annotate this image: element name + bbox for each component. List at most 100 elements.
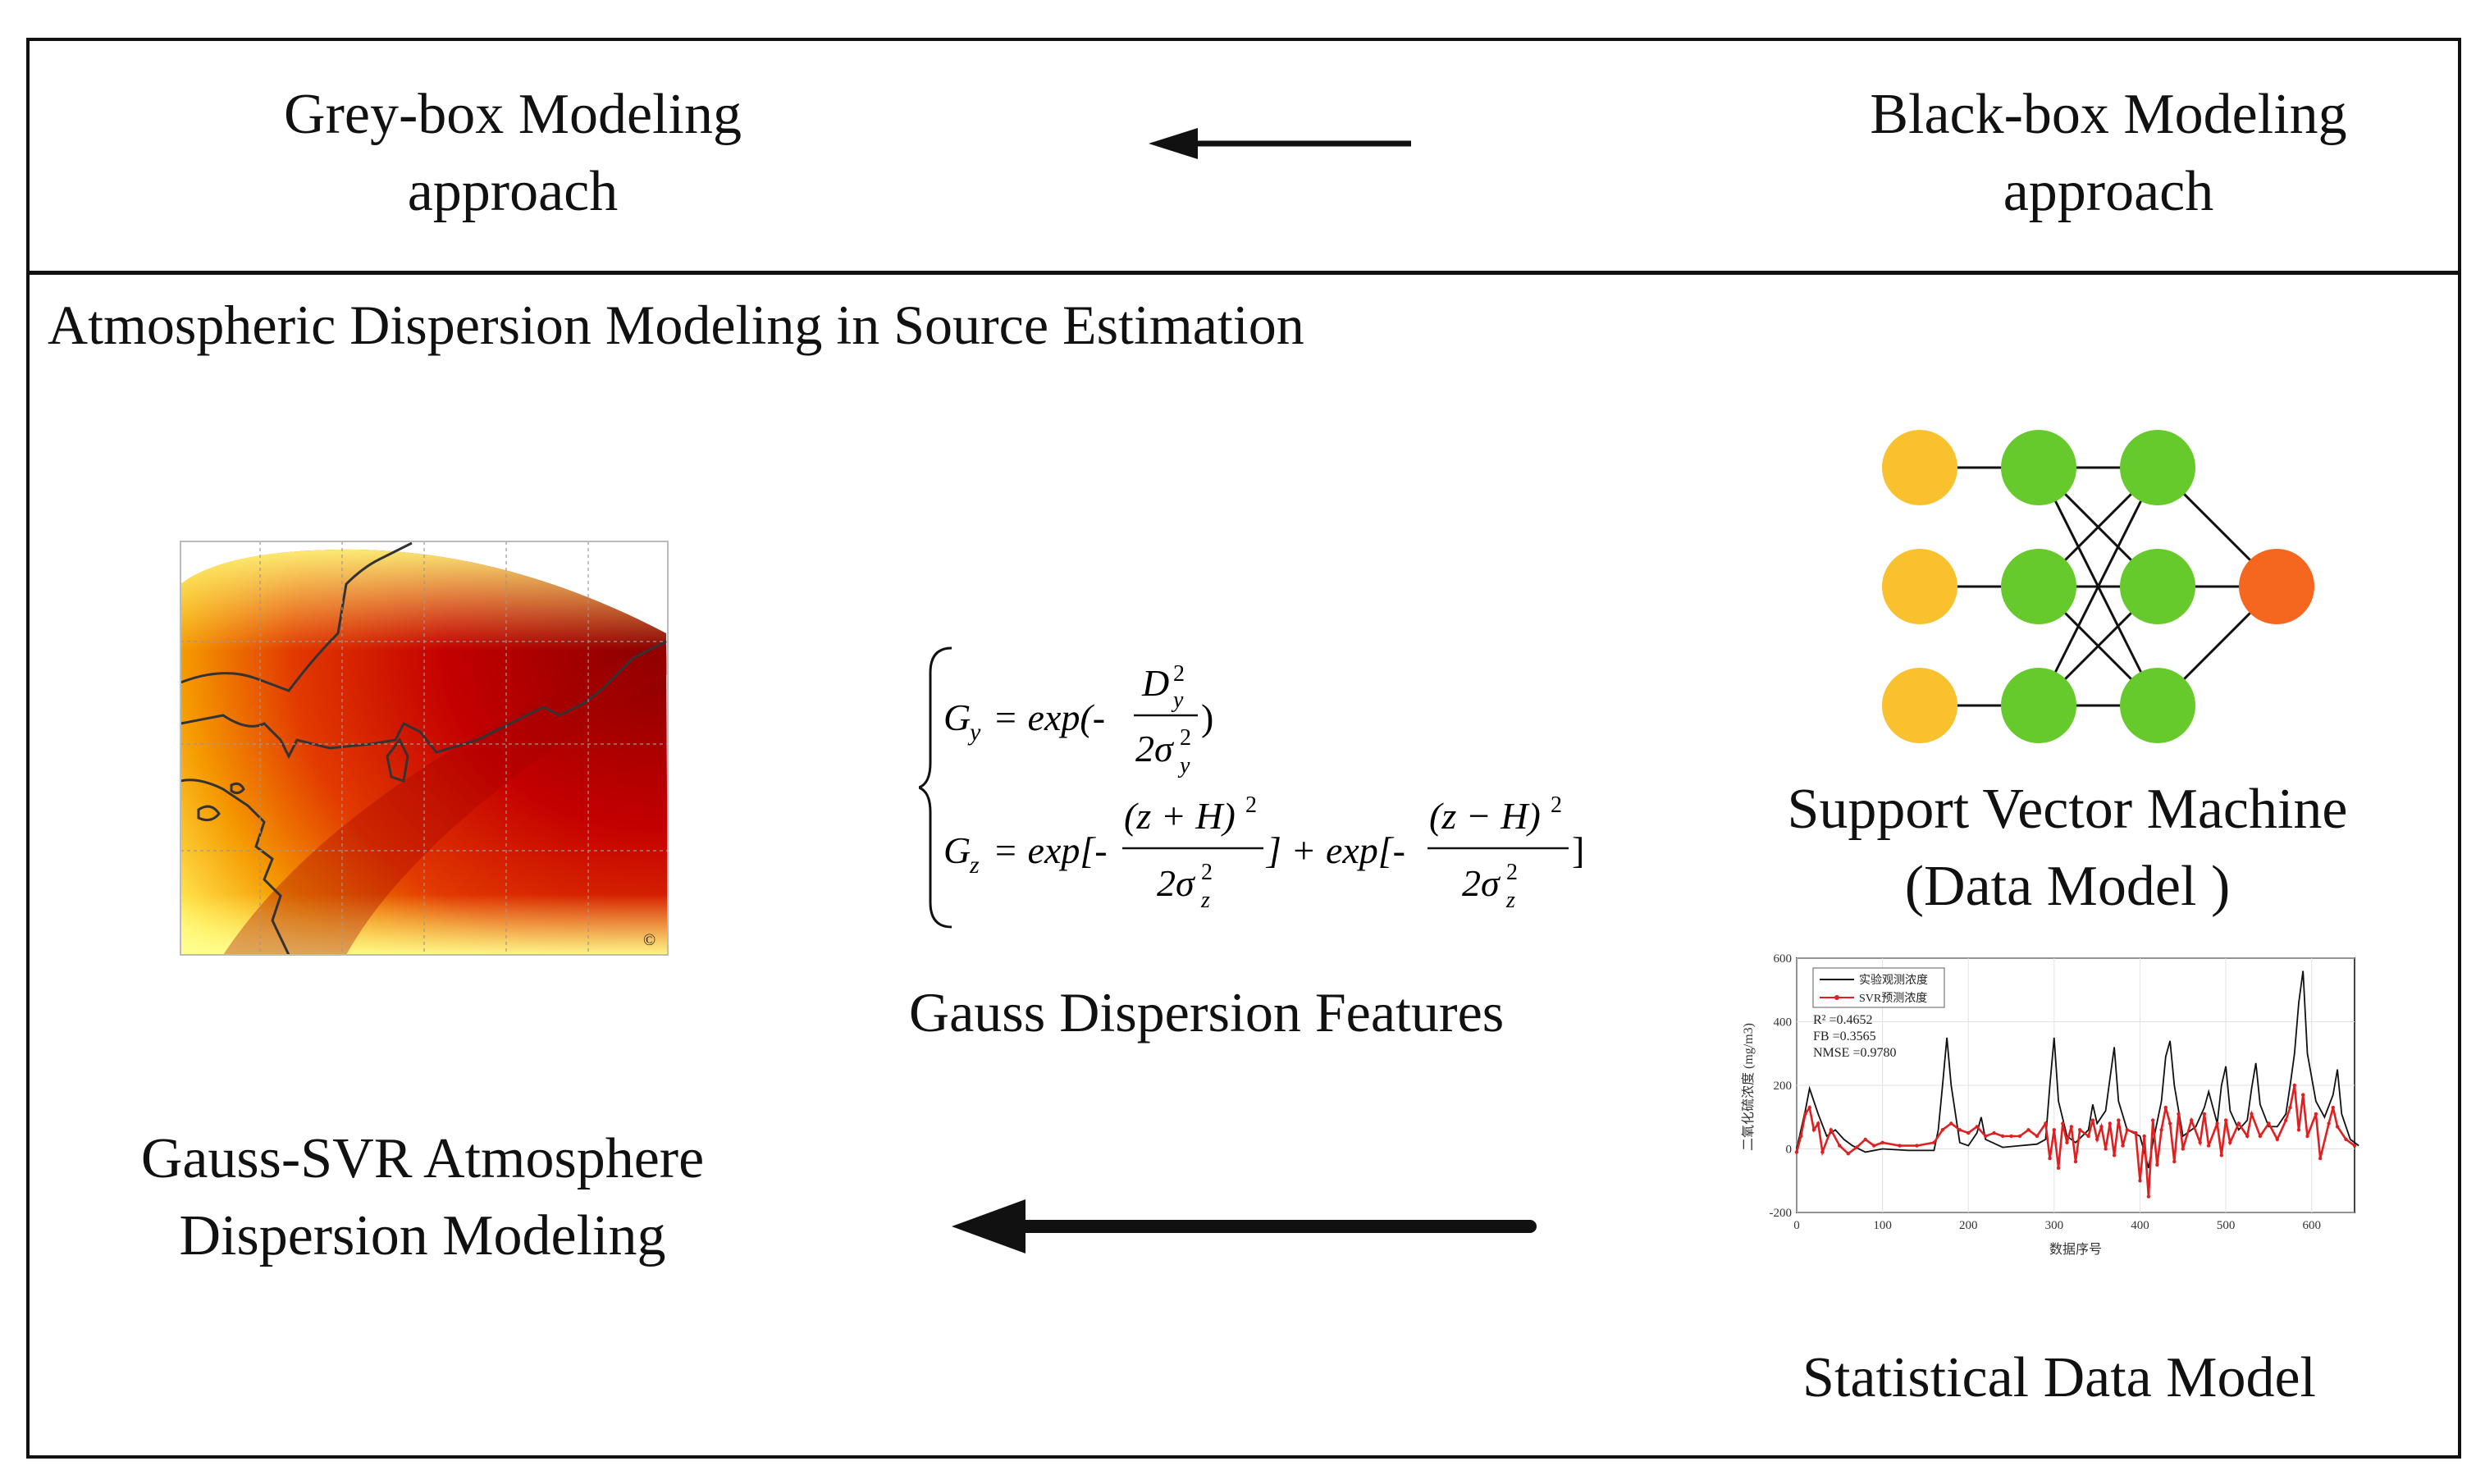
svg-text:2: 2 [1201,860,1213,885]
series-point-1-41 [2099,1125,2104,1129]
series-point-1-18 [1949,1121,1953,1126]
series-point-1-28 [2035,1134,2040,1139]
y-tick-label-3: 0 [1786,1144,1793,1157]
series-point-1-23 [1992,1130,1996,1135]
legend-predicted: SVR预测浓度 [1859,992,1927,1005]
series-point-1-61 [2198,1140,2202,1144]
series-point-1-72 [2267,1121,2271,1126]
metric-nmse: NMSE =0.9780 [1813,1046,1896,1060]
series-point-1-80 [2314,1112,2318,1116]
series-point-1-81 [2318,1156,2323,1161]
node-input-2 [1882,668,1957,743]
series-point-1-42 [2104,1147,2108,1151]
series-point-1-9 [1846,1152,1850,1156]
series-point-1-84 [2335,1125,2340,1129]
series-point-1-77 [2296,1128,2301,1132]
series-point-1-4 [1811,1128,1816,1132]
grey-box-line2: approach [407,160,619,223]
series-point-1-85 [2344,1137,2348,1142]
series-point-1-6 [1820,1150,1825,1154]
svg-text:(z + H): (z + H) [1124,795,1236,837]
series-point-1-63 [2207,1144,2211,1148]
svg-text:y: y [967,719,981,746]
black-box-line1: Black-box Modeling [1870,83,2347,146]
series-point-1-59 [2181,1147,2185,1151]
svg-text:2: 2 [1551,792,1562,818]
statistical-model-label: Statistical Data Model [1802,1346,2316,1409]
svg-text:]: ] [1572,829,1584,871]
metric-r2: R² =0.4652 [1813,1013,1873,1027]
series-point-1-22 [1984,1134,1988,1139]
series-point-1-30 [2048,1156,2052,1161]
series-point-1-33 [2061,1121,2065,1126]
series-point-1-11 [1863,1137,1867,1142]
y-tick-label-2: 200 [1774,1080,1793,1093]
chart-xlabel: 数据序号 [2049,1242,2102,1257]
series-point-1-52 [2151,1118,2155,1122]
series-point-1-71 [2258,1134,2263,1139]
chart-legend: 实验观测浓度 SVR预测浓度 [1812,967,1945,1008]
series-point-1-8 [1838,1144,1842,1148]
series-point-1-76 [2292,1083,2296,1088]
series-point-1-1 [1799,1134,1803,1139]
node-hidden1-1 [2001,549,2076,624]
series-point-1-53 [2155,1162,2159,1167]
series-point-1-64 [2215,1121,2219,1126]
series-point-1-20 [1967,1130,1971,1135]
chart-ylabel: 二氧化硫浓度 (mg/m3) [1741,1023,1756,1151]
series-point-1-66 [2223,1118,2228,1122]
svm-label-line2: (Data Model ) [1904,855,2231,918]
series-point-1-35 [2069,1125,2073,1129]
series-point-1-36 [2073,1159,2078,1164]
series-point-1-79 [2305,1134,2309,1139]
series-point-1-27 [2026,1128,2030,1132]
series-point-1-46 [2121,1144,2125,1148]
svg-text:z: z [1505,888,1515,913]
series-point-1-74 [2284,1118,2288,1122]
node-hidden2-0 [2120,430,2195,505]
svg-text:y: y [1177,753,1190,779]
svg-text:2σ: 2σ [1462,862,1501,904]
x-tick-label-4: 400 [2131,1219,2149,1232]
series-point-1-0 [1794,1150,1799,1154]
series-point-1-2 [1803,1112,1807,1116]
series-point-1-58 [2177,1112,2181,1116]
svg-text:2: 2 [1180,725,1191,751]
map-copyright: © [643,931,656,949]
node-hidden2-1 [2120,549,2195,624]
node-input-0 [1882,430,1957,505]
node-output-0 [2239,549,2314,624]
series-point-1-32 [2056,1166,2061,1170]
svg-text:): ) [1201,696,1213,738]
black-box-label: Black-box Modeling approach [1829,86,2387,221]
node-hidden1-0 [2001,430,2076,505]
series-point-1-67 [2228,1140,2232,1144]
series-point-1-3 [1807,1105,1811,1110]
svg-text:z: z [1200,888,1210,913]
series-point-1-13 [1880,1140,1884,1144]
svg-text:] + exp[-: ] + exp[- [1265,829,1405,871]
series-point-1-47 [2125,1128,2129,1132]
svg-text:2: 2 [1245,792,1257,818]
series-point-1-48 [2134,1130,2138,1135]
svg-text:= exp[-: = exp[- [993,829,1108,871]
svg-text:2: 2 [1506,860,1518,885]
series-point-1-24 [2000,1134,2005,1139]
series-point-1-5 [1816,1121,1820,1126]
series-point-1-31 [2052,1128,2056,1132]
svm-label-line1: Support Vector Machine [1787,778,2348,841]
series-point-1-26 [2017,1134,2022,1139]
section-title: Atmospheric Dispersion Modeling in Sourc… [48,294,1304,356]
series-line-0 [1796,970,2359,1169]
series-point-1-16 [1932,1140,1936,1144]
series-point-1-49 [2138,1179,2142,1183]
grey-box-line1: Grey-box Modeling [284,83,742,146]
legend-observed: 实验观测浓度 [1859,974,1928,987]
header-arrow-left [1149,128,1411,159]
series-point-1-29 [2044,1121,2048,1126]
series-point-1-44 [2112,1153,2117,1158]
gauss-formula: G y = exp(- D 2 y 2σ 2 y ) G z = exp[- (… [919,646,1584,929]
outer-frame [26,38,2461,1459]
series-point-1-55 [2163,1105,2168,1110]
svg-text:= exp(-: = exp(- [993,696,1105,738]
